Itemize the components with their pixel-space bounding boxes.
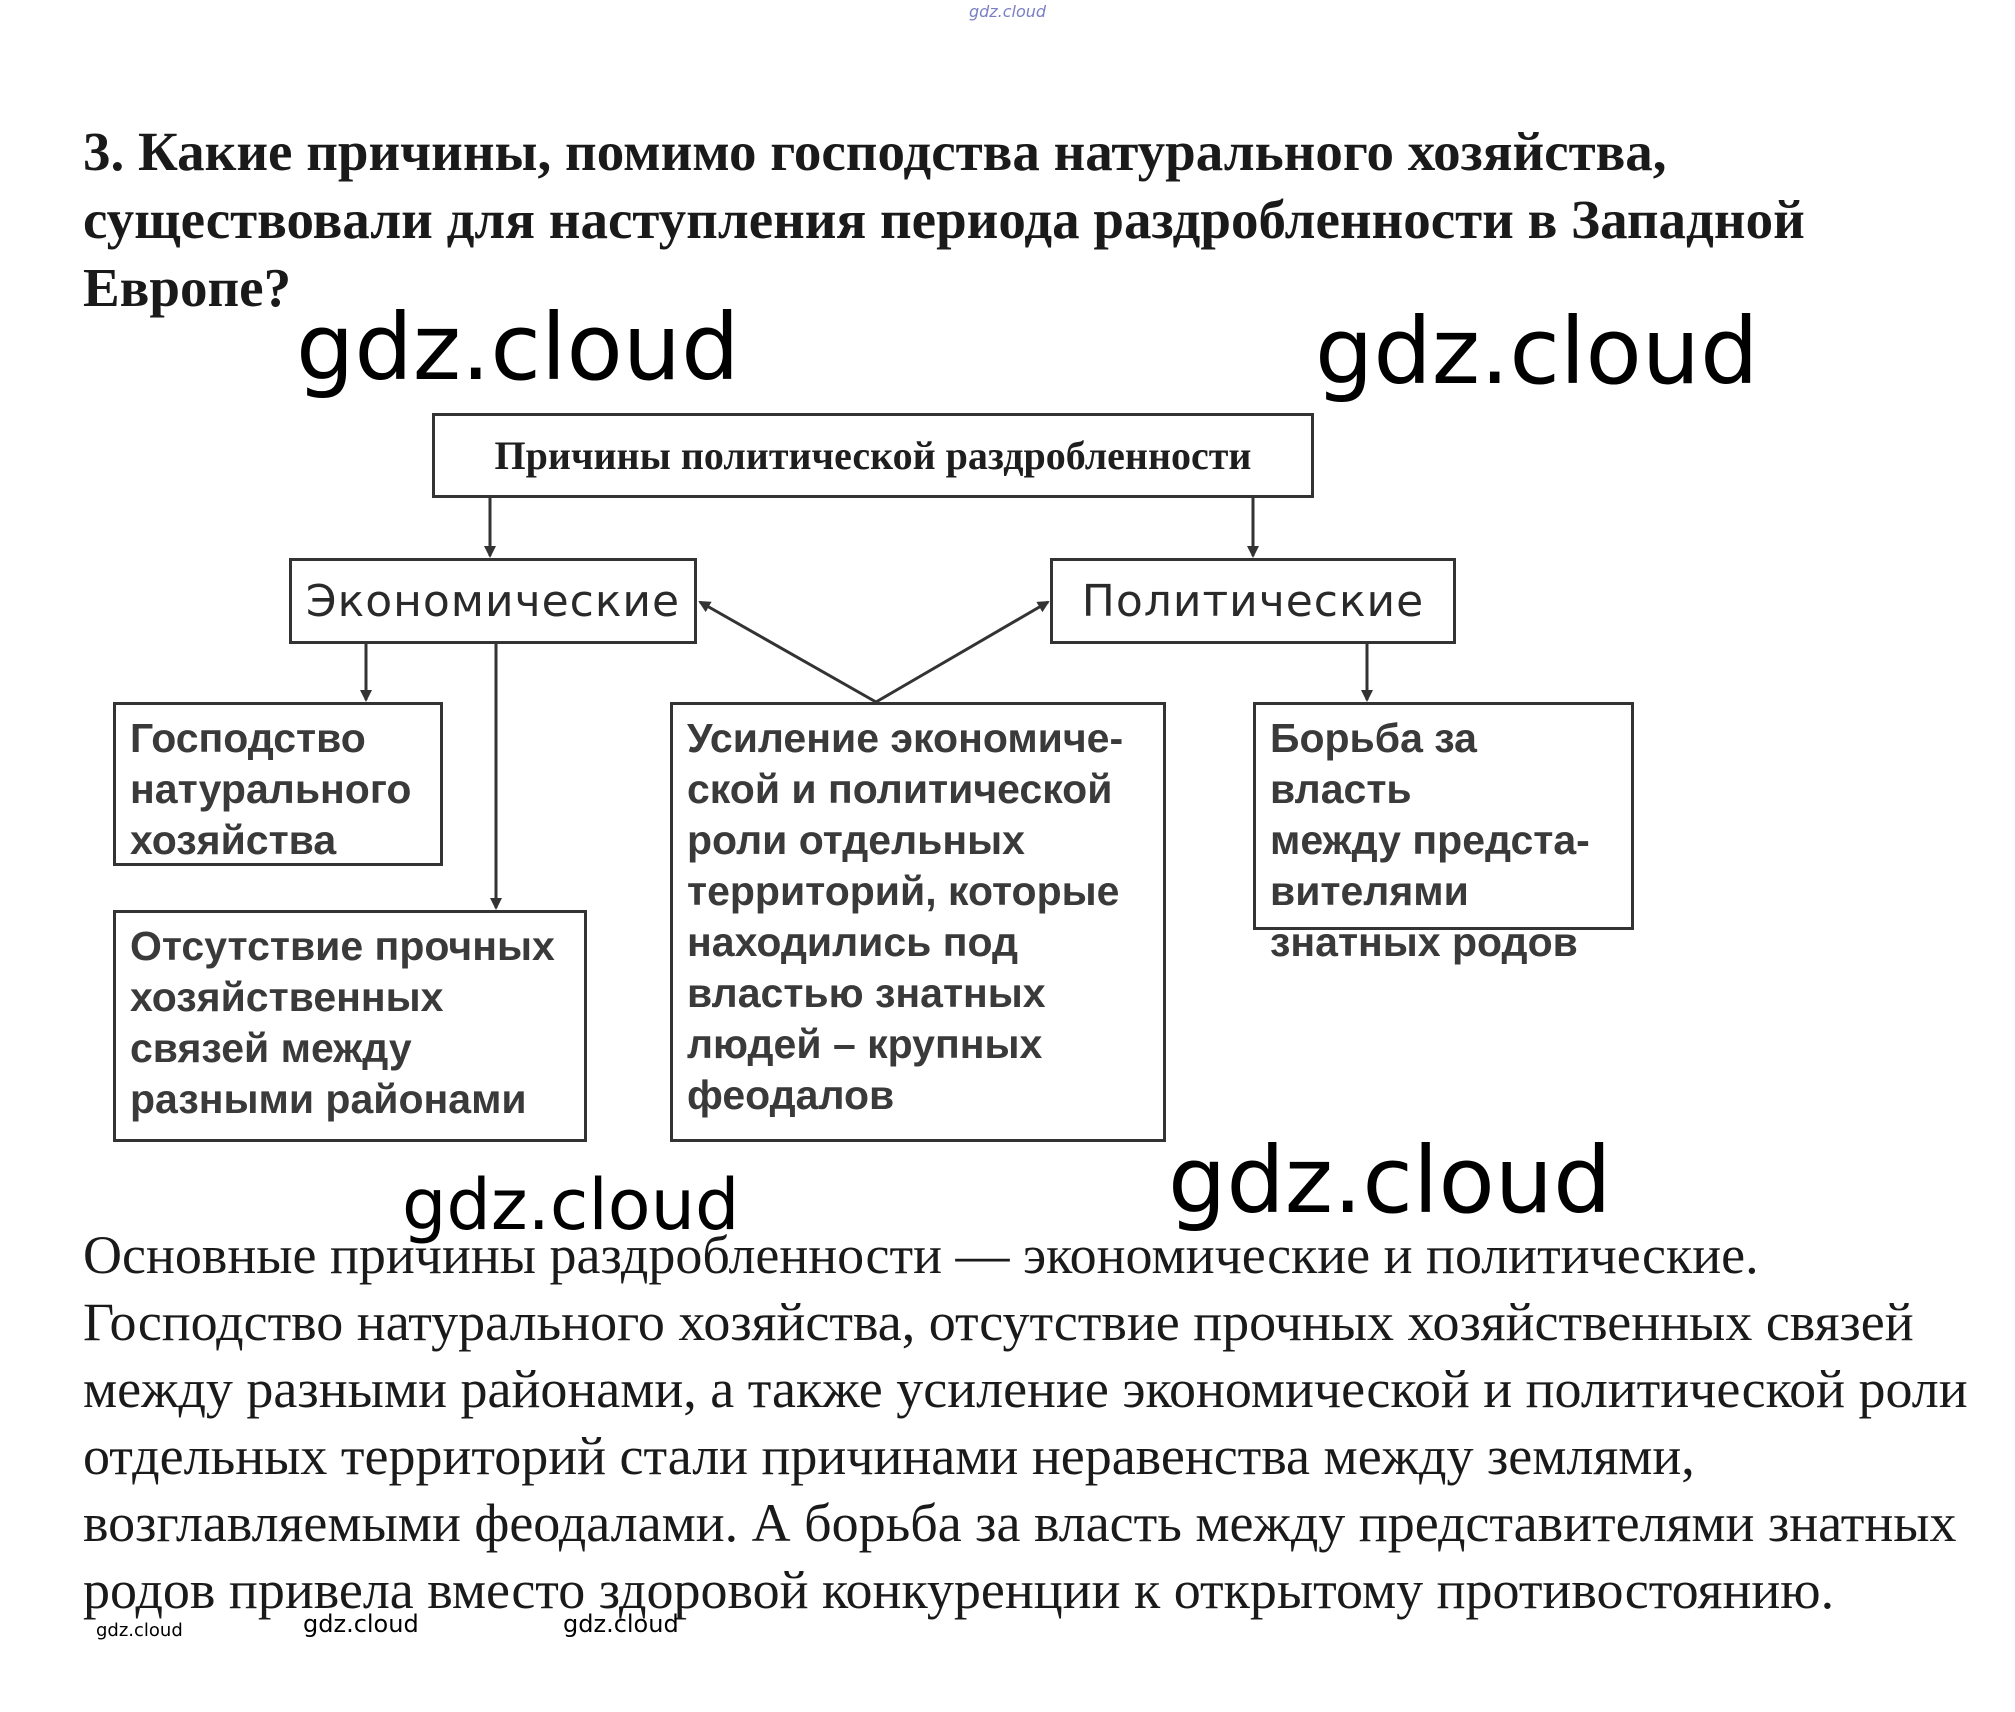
watermark-big-right: gdz.cloud bbox=[1315, 298, 1759, 405]
watermark-small-2: gdz.cloud bbox=[563, 1610, 679, 1638]
watermark-tiny: gdz.cloud bbox=[96, 1620, 183, 1641]
weak-ties-box: Отсутствие прочных хозяйственных связей … bbox=[113, 910, 587, 1142]
root-box: Причины политической раздробленности bbox=[432, 413, 1314, 498]
watermark-small-1: gdz.cloud bbox=[303, 1610, 419, 1638]
watermark-big-left: gdz.cloud bbox=[296, 294, 740, 401]
territories-box: Усиление экономиче- ской и политической … bbox=[670, 702, 1166, 1142]
question-heading: 3. Какие причины, помимо господства нату… bbox=[83, 121, 1805, 318]
political-box: Политические bbox=[1050, 558, 1456, 644]
arrow-center-pol bbox=[875, 600, 1050, 704]
answer-paragraph: Основные причины раздробленности — эконо… bbox=[83, 1225, 1968, 1620]
economic-box: Экономические bbox=[289, 558, 697, 644]
watermark-mid-right: gdz.cloud bbox=[1168, 1127, 1612, 1234]
arrow-center-econ bbox=[698, 600, 877, 704]
top-watermark: gdz.cloud bbox=[968, 2, 1047, 21]
natural-economy-box: Господство натурального хозяйства bbox=[113, 702, 443, 866]
power-struggle-box: Борьба за власть между предста- вителями… bbox=[1253, 702, 1634, 965]
watermark-mid-left: gdz.cloud bbox=[402, 1164, 740, 1246]
